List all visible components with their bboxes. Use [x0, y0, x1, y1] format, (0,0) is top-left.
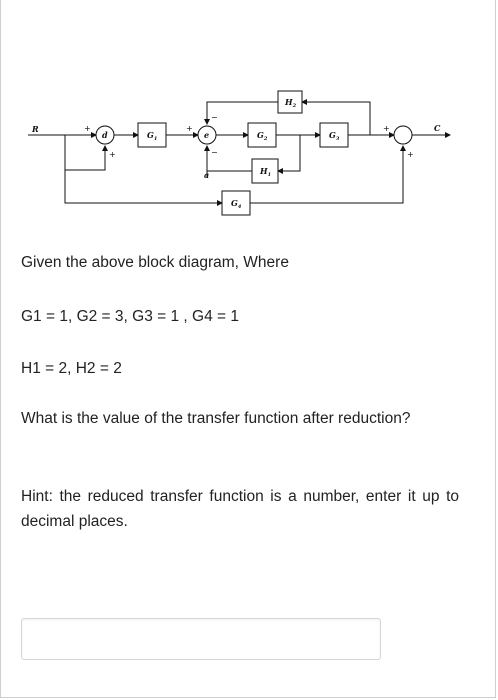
block-g1 — [137, 122, 167, 148]
sign-plus: + — [383, 124, 390, 133]
signal-line — [277, 135, 301, 174]
block-g2-label: G2 — [257, 130, 268, 142]
summing-junction-e — [197, 125, 217, 145]
output-label-c: C — [434, 123, 441, 133]
signal-line — [301, 99, 371, 135]
h-values: H1 = 2, H2 = 2 — [21, 360, 122, 377]
sign-plus: + — [84, 124, 91, 133]
block-g3 — [319, 122, 349, 148]
block-g4-label: G4 — [231, 198, 242, 210]
summing-junction-d — [95, 125, 115, 145]
answer-input[interactable] — [21, 618, 381, 660]
junction-e-label: e — [204, 130, 209, 140]
block-diagram-svg: d e a G1 G2 G3 G4 H1 H2 R C + + + − − + … — [28, 90, 451, 216]
signal-line — [204, 101, 278, 125]
summing-junction-output — [393, 125, 413, 145]
signal-line — [64, 170, 223, 206]
question-intro: Given the above block diagram, Where — [21, 254, 289, 271]
block-g3-label: G3 — [329, 130, 340, 142]
sign-plus: + — [407, 150, 414, 159]
sign-minus: − — [211, 113, 218, 122]
block-g4 — [221, 190, 251, 216]
g-values: G1 = 1, G2 = 3, G3 = 1 , G4 = 1 — [21, 308, 239, 325]
block-h1 — [251, 158, 279, 184]
sign-plus: + — [186, 124, 193, 133]
signal-line — [64, 135, 108, 171]
question-hint: Hint: the reduced transfer function is a… — [21, 488, 459, 530]
block-h1-label: H1 — [259, 166, 271, 178]
block-diagram: d e a G1 G2 G3 G4 H1 H2 R C + + + − − + … — [10, 75, 488, 230]
junction-a-label: a — [204, 170, 209, 180]
sign-plus: + — [109, 150, 116, 159]
question-prompt: What is the value of the transfer functi… — [21, 410, 411, 427]
input-label-r: R — [31, 124, 39, 134]
block-h2 — [277, 90, 303, 114]
sign-minus: − — [211, 148, 218, 157]
block-g1-label: G1 — [147, 130, 157, 142]
block-h2-label: H2 — [284, 97, 297, 109]
block-g2 — [247, 122, 277, 148]
signal-line — [250, 145, 406, 204]
junction-d-label: d — [102, 130, 108, 140]
